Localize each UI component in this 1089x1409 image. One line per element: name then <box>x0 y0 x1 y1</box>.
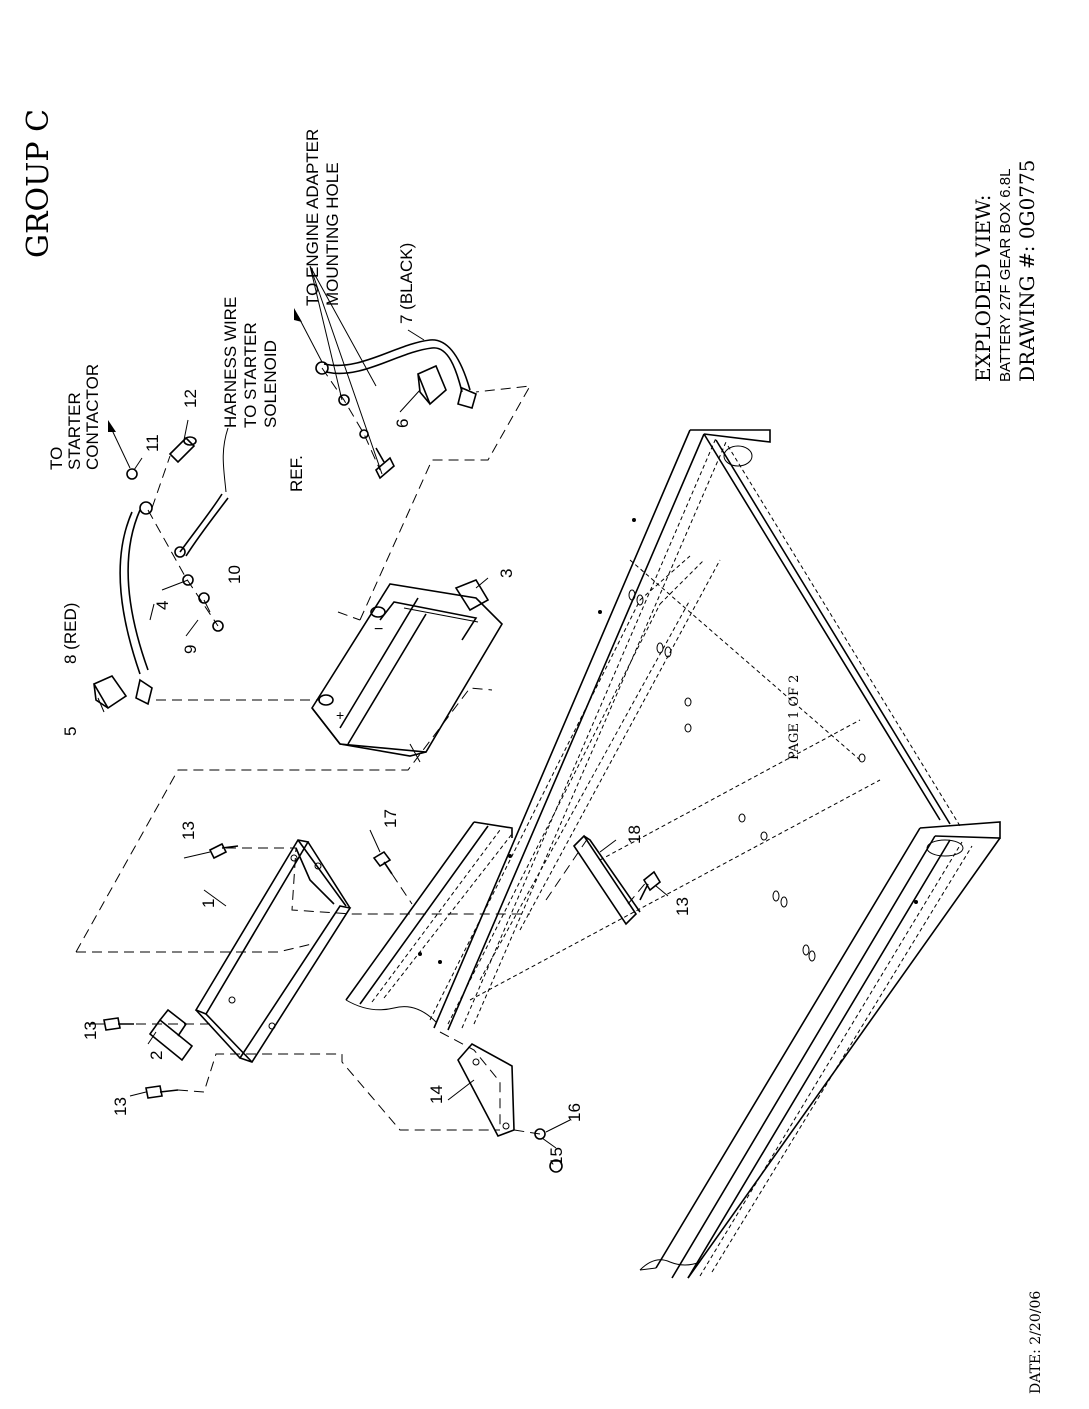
page-number: PAGE 1 OF 2 <box>787 675 802 760</box>
bolt-13-top <box>210 844 238 858</box>
harness-wire <box>175 494 228 557</box>
base-frame <box>346 430 1000 1278</box>
callout-10: 10 <box>225 565 244 584</box>
engine-adapter-note-2: MOUNTING HOLE <box>323 162 342 306</box>
callout-7-black: 7 (BLACK) <box>397 243 416 324</box>
arrow-to-starter-contactor <box>108 420 130 468</box>
assembly-lines <box>76 266 648 1134</box>
harness-wire-leader <box>223 428 228 492</box>
callout-17: 17 <box>381 809 400 828</box>
callout-8-red: 8 (RED) <box>61 603 80 664</box>
cable-8-red <box>120 502 152 704</box>
bolt-13-left-lower <box>146 1086 178 1098</box>
callout-13-left-upper: 13 <box>81 1021 100 1040</box>
bolt-17 <box>374 852 392 874</box>
bolt-13-left-upper <box>104 1018 134 1030</box>
callout-15: 15 <box>547 1147 566 1166</box>
callout-5: 5 <box>61 727 80 736</box>
ref-hardware <box>339 395 394 478</box>
boot-6 <box>418 366 446 404</box>
title-line-2: BATTERY 27F GEAR BOX 6.8L <box>997 169 1014 382</box>
callout-14: 14 <box>427 1085 446 1104</box>
harness-wire-note-3: SOLENOID <box>261 340 280 428</box>
callout-18: 18 <box>625 825 644 844</box>
group-title: GROUP C <box>21 109 56 258</box>
bracket-14 <box>458 1044 514 1136</box>
callout-4: 4 <box>153 601 172 610</box>
callout-13-left-lower: 13 <box>111 1097 130 1116</box>
starter-contactor-note-2: STARTER <box>65 392 84 470</box>
plus-terminal-label: + <box>336 707 344 723</box>
battery-tray-1 <box>196 840 350 1062</box>
arrow-to-engine-adapter <box>294 308 322 362</box>
bracket-18 <box>574 836 640 924</box>
battery-3: + − <box>312 580 502 762</box>
ref-note: REF. <box>287 455 306 492</box>
callout-16: 16 <box>565 1103 584 1122</box>
callout-13-top: 13 <box>179 821 198 840</box>
cap-12 <box>170 437 196 462</box>
callout-9: 9 <box>181 645 200 654</box>
boot-5 <box>94 676 126 708</box>
engine-adapter-note-1: TO ENGINE ADAPTER <box>303 129 322 306</box>
title-line-3: DRAWING #: 0G0775 <box>1015 160 1039 382</box>
nut-11 <box>127 469 137 479</box>
callout-11: 11 <box>143 434 162 452</box>
starter-contactor-note-3: CONTACTOR <box>83 364 102 470</box>
callout-3: 3 <box>497 569 516 578</box>
callout-13-right: 13 <box>673 897 692 916</box>
starter-contactor-note-1: TO <box>47 447 66 470</box>
title-line-1: EXPLODED VIEW: <box>971 195 995 383</box>
harness-wire-note-1: HARNESS WIRE <box>221 297 240 428</box>
callout-6: 6 <box>393 419 412 428</box>
harness-wire-note-2: TO STARTER <box>241 322 260 428</box>
callout-12: 12 <box>181 389 200 408</box>
callout-1: 1 <box>199 899 218 908</box>
minus-terminal-label: − <box>374 621 383 638</box>
callout-2: 2 <box>147 1051 166 1060</box>
date-label: DATE: 2/20/06 <box>1028 1291 1044 1394</box>
